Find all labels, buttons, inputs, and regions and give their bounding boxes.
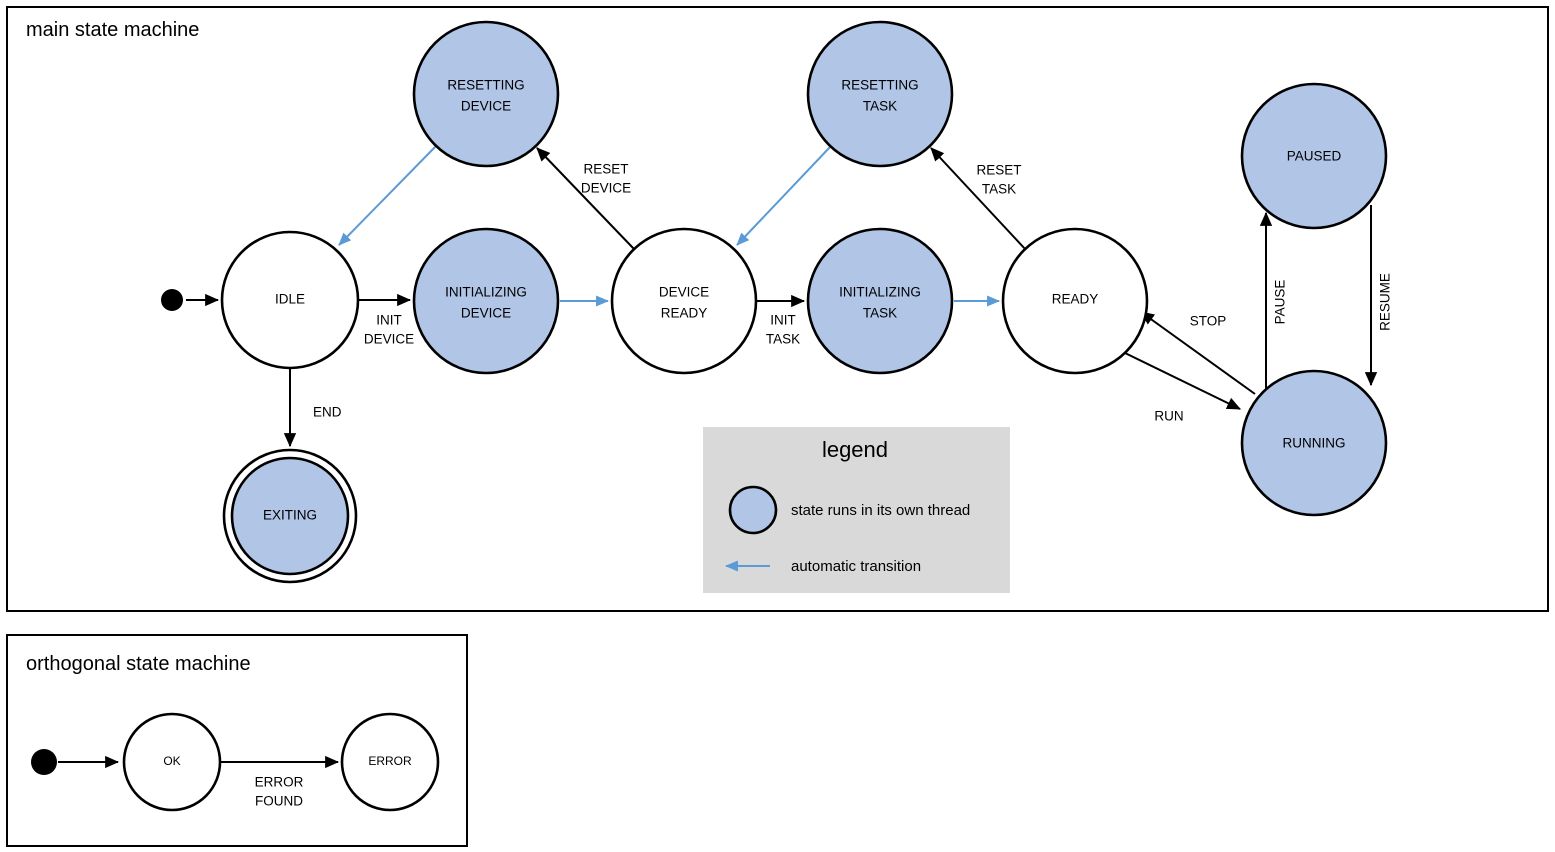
state-node-paused[interactable]: PAUSED [1240,82,1388,230]
state-node-ready[interactable]: READY [1001,227,1149,375]
edge-label-error-found-line1: ERROR [255,775,304,790]
edge-label-resume: RESUME [1378,273,1393,331]
edge-ready-to-running: RUN [1124,352,1242,424]
edge-label-run: RUN [1154,409,1183,424]
edge-running-to-paused: PAUSE [1259,211,1288,396]
state-label-resetting-task-line2: TASK [863,99,897,114]
state-label-initializing-task-line2: TASK [863,306,897,321]
edge-resetting-device-to-idle [338,144,438,246]
main-frame-title: main state machine [26,19,199,41]
state-label-resetting-task-line1: RESETTING [841,78,918,93]
state-label-idle: IDLE [275,292,305,307]
state-node-device-ready[interactable]: DEVICE READY [610,227,758,375]
edge-label-error-found-line2: FOUND [255,794,303,809]
edge-device-ready-to-initializing-task: INIT TASK [756,294,806,347]
edge-idle-to-exiting: END [283,368,342,448]
state-label-initializing-task-line1: INITIALIZING [839,285,921,300]
state-node-resetting-device[interactable]: RESETTING DEVICE [412,20,560,168]
edge-label-init-task-line1: INIT [770,313,796,328]
initial-state-dot [161,289,183,311]
state-label-exiting: EXITING [263,508,317,523]
state-node-error[interactable]: ERROR [340,712,440,812]
edge-running-to-ready: STOP [1140,311,1256,395]
legend: legend state runs in its own thread auto… [703,427,1010,593]
edge-label-reset-task-line2: TASK [982,182,1016,197]
edge-label-stop: STOP [1190,314,1227,329]
edge-ok-to-error: ERROR FOUND [220,755,340,809]
edge-idle-to-initializing-device: INIT DEVICE [358,293,414,347]
orthogonal-state-machine-frame [6,634,468,847]
state-node-initializing-task[interactable]: INITIALIZING TASK [806,227,954,375]
state-node-initializing-device[interactable]: INITIALIZING DEVICE [412,227,560,375]
edge-paused-to-running: RESUME [1364,205,1393,387]
state-label-paused: PAUSED [1287,149,1342,164]
state-label-initializing-device-line2: DEVICE [461,306,511,321]
state-label-error: ERROR [368,754,412,768]
edge-label-init-device-line1: INIT [376,313,402,328]
edge-label-reset-task-line1: RESET [976,163,1021,178]
edge-device-ready-to-resetting-device: RESET DEVICE [536,147,635,250]
state-label-running: RUNNING [1283,436,1346,451]
state-node-resetting-task[interactable]: RESETTING TASK [806,20,954,168]
orthogonal-initial-state-dot [31,749,57,775]
legend-title: legend [822,437,888,462]
state-label-device-ready-line1: DEVICE [659,285,709,300]
edge-resetting-task-to-device-ready [736,145,832,246]
state-node-exiting[interactable]: EXITING [222,448,358,584]
edge-label-init-device-line2: DEVICE [364,332,414,347]
edge-label-reset-device-line1: RESET [583,162,628,177]
edge-label-init-task-line2: TASK [766,332,800,347]
state-label-initializing-device-line1: INITIALIZING [445,285,527,300]
edge-label-pause: PAUSE [1273,280,1288,325]
state-node-ok[interactable]: OK [122,712,222,812]
orthogonal-frame-title: orthogonal state machine [26,653,251,675]
legend-thread-state-swatch [728,485,778,535]
edge-label-reset-device-line2: DEVICE [581,181,631,196]
edge-label-end: END [313,405,342,420]
state-label-device-ready-line2: READY [661,306,708,321]
state-label-resetting-device-line1: RESETTING [447,78,524,93]
state-label-ok: OK [163,754,180,768]
main-state-machine-frame [6,6,1549,612]
legend-item-auto-transition-label: automatic transition [791,558,921,575]
state-label-resetting-device-line2: DEVICE [461,99,511,114]
state-label-ready: READY [1052,292,1099,307]
legend-item-thread-state-label: state runs in its own thread [791,502,970,519]
state-node-running[interactable]: RUNNING [1240,369,1388,517]
state-node-idle[interactable]: IDLE [220,230,360,370]
edge-ready-to-resetting-task: RESET TASK [930,147,1027,251]
